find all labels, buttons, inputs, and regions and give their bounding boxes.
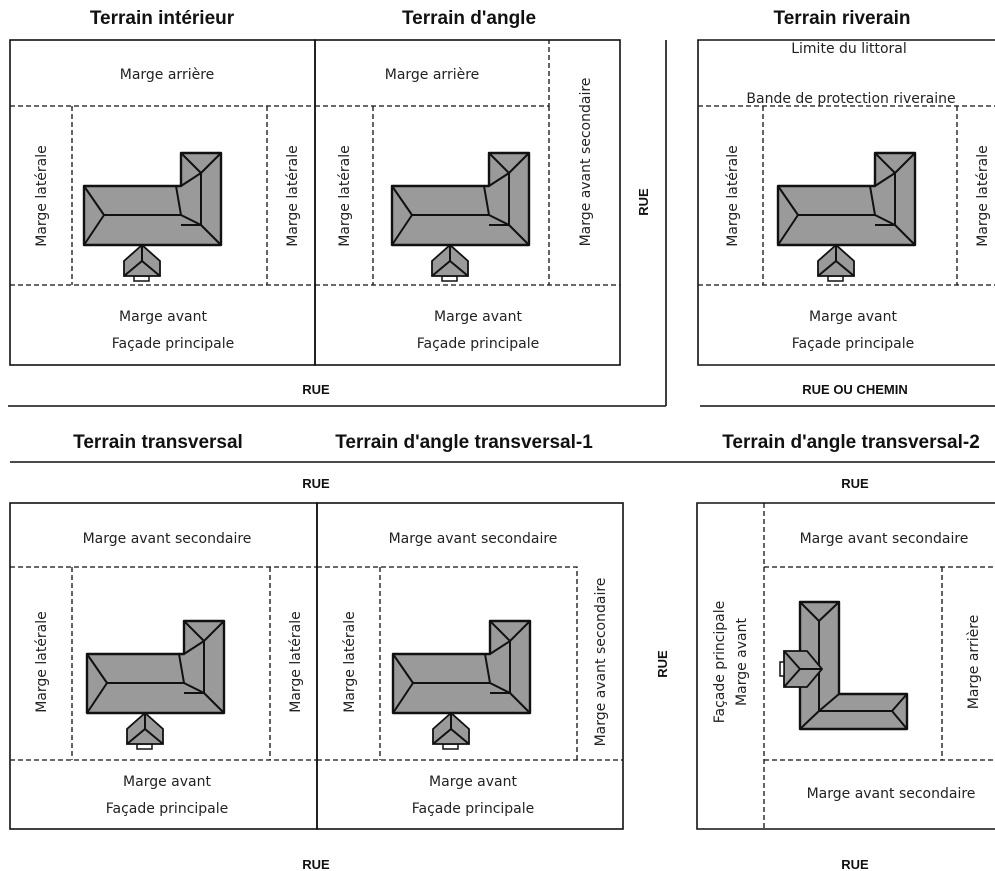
house-roof-icon xyxy=(391,619,532,751)
label-marge-laterale: Marge latérale xyxy=(342,611,358,713)
label-marge-avant-secondaire-vertical: Marge avant secondaire xyxy=(593,578,609,747)
label-bande-protection: Bande de protection riveraine xyxy=(746,91,955,107)
title-terrain-transversal: Terrain transversal xyxy=(73,432,243,453)
house-roof-icon xyxy=(85,619,226,751)
label-marge-laterale: Marge latérale xyxy=(337,145,353,247)
label-facade-principale: Façade principale xyxy=(412,801,535,817)
label-facade-principale: Façade principale xyxy=(112,336,235,352)
street-label-rue-vertical: RUE xyxy=(636,188,651,216)
label-marge-avant-secondaire: Marge avant secondaire xyxy=(807,786,976,802)
lot-outline-angle-transversal-2 xyxy=(696,502,995,830)
label-marge-arriere: Marge arrière xyxy=(385,67,480,83)
label-marge-avant: Marge avant xyxy=(119,309,207,325)
street-label-rue: RUE xyxy=(841,476,869,491)
setback-line-secondary xyxy=(317,566,578,760)
lot-outline-angle xyxy=(314,39,621,366)
label-marge-avant: Marge avant xyxy=(429,774,517,790)
label-facade-principale: Façade principale xyxy=(417,336,540,352)
label-marge-avant: Marge avant xyxy=(434,309,522,325)
label-marge-avant-secondaire: Marge avant secondaire xyxy=(389,531,558,547)
title-terrain-riverain: Terrain riverain xyxy=(774,8,911,29)
title-terrain-interieur: Terrain intérieur xyxy=(90,8,235,29)
label-facade-principale: Façade principale xyxy=(792,336,915,352)
label-marge-avant-secondaire: Marge avant secondaire xyxy=(800,531,969,547)
label-marge-laterale-left: Marge latérale xyxy=(34,145,50,247)
label-marge-laterale-right: Marge latérale xyxy=(288,611,304,713)
title-terrain-angle: Terrain d'angle xyxy=(402,8,536,29)
street-label-rue: RUE xyxy=(302,857,330,871)
label-marge-avant: Marge avant xyxy=(809,309,897,325)
label-marge-laterale-right: Marge latérale xyxy=(975,145,991,247)
lot-outline-riverain xyxy=(697,39,995,366)
label-marge-arriere: Marge arrière xyxy=(120,67,215,83)
street-label-rue-vertical: RUE xyxy=(655,650,670,678)
street-label-rue-ou-chemin: RUE OU CHEMIN xyxy=(802,382,907,397)
street-label-rue: RUE xyxy=(302,476,330,491)
title-terrain-angle-transversal-2: Terrain d'angle transversal-2 xyxy=(722,432,980,453)
house-roof-icon xyxy=(776,151,917,283)
lot-outline-angle-transversal-1 xyxy=(316,502,624,830)
label-facade-principale: Façade principale xyxy=(712,601,728,724)
label-limite-littoral: Limite du littoral xyxy=(791,41,907,57)
street-label-rue: RUE xyxy=(302,382,330,397)
house-roof-icon xyxy=(778,600,909,731)
label-marge-avant-secondaire: Marge avant secondaire xyxy=(578,78,594,247)
street-label-rue: RUE xyxy=(841,857,869,871)
label-marge-laterale-left: Marge latérale xyxy=(34,611,50,713)
label-facade-principale: Façade principale xyxy=(106,801,229,817)
label-marge-laterale-left: Marge latérale xyxy=(725,145,741,247)
label-marge-avant: Marge avant xyxy=(734,618,750,706)
title-terrain-angle-transversal-1: Terrain d'angle transversal-1 xyxy=(335,432,593,453)
house-roof-icon xyxy=(390,151,531,283)
label-marge-laterale-right: Marge latérale xyxy=(285,145,301,247)
label-marge-avant-secondaire: Marge avant secondaire xyxy=(83,531,252,547)
house-roof-icon xyxy=(82,151,223,283)
label-marge-arriere: Marge arrière xyxy=(966,615,982,710)
label-marge-avant: Marge avant xyxy=(123,774,211,790)
